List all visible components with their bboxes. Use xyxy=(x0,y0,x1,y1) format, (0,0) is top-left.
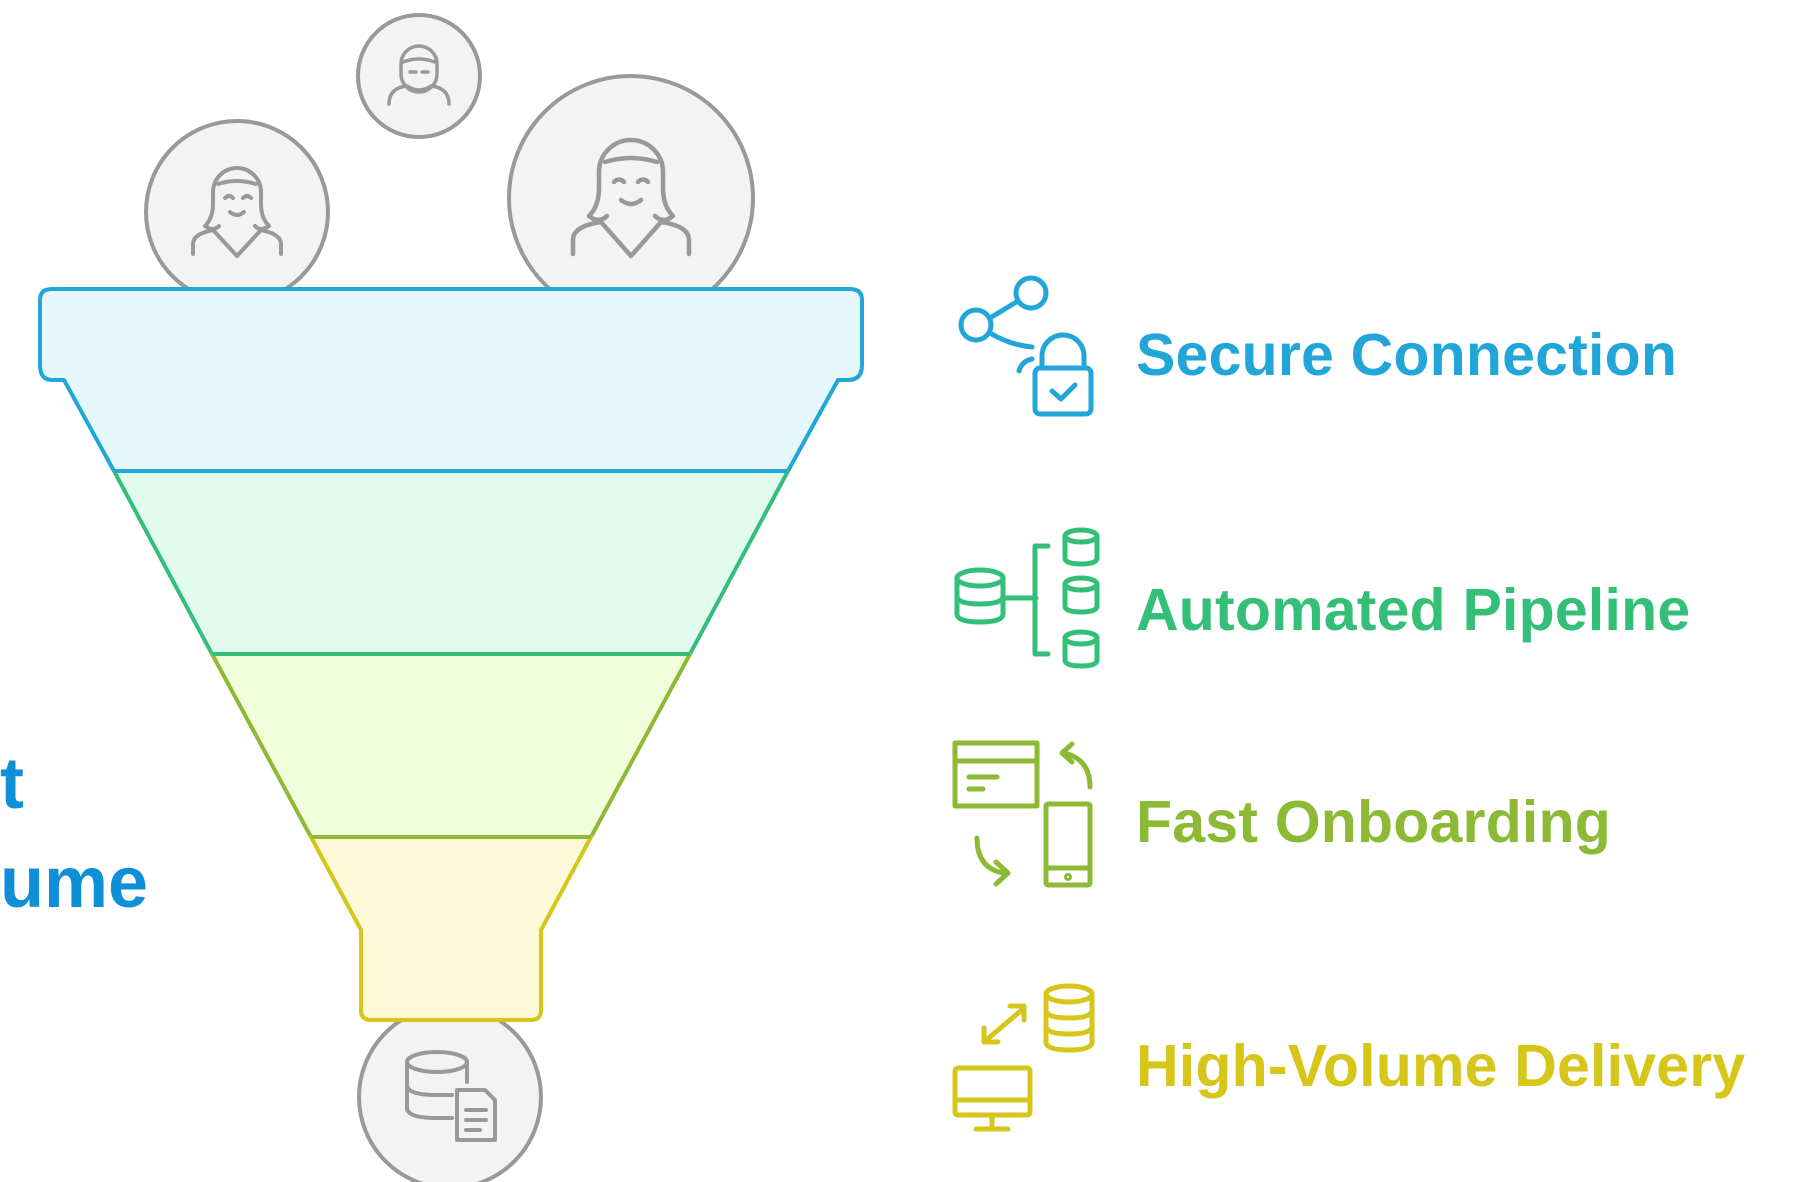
input-avatar-small xyxy=(356,13,482,139)
side-title-line-2: ume xyxy=(0,843,149,923)
funnel-stage-3 xyxy=(210,652,692,839)
stage-label-secure-connection: Secure Connection xyxy=(1136,322,1678,388)
side-title-line-1: t xyxy=(0,744,24,824)
funnel-stage-1 xyxy=(38,287,864,473)
user-avatar-icon xyxy=(387,44,451,106)
input-avatar-right xyxy=(507,74,755,322)
stage-label-fast-onboarding: Fast Onboarding xyxy=(1136,789,1611,855)
stage-label-high-volume-delivery: High-Volume Delivery xyxy=(1136,1033,1746,1099)
input-avatar-left xyxy=(144,119,330,305)
funnel-stage-4 xyxy=(309,835,593,1022)
database-document-icon xyxy=(405,1050,497,1142)
stage-label-automated-pipeline: Automated Pipeline xyxy=(1136,577,1691,643)
woman-avatar-icon xyxy=(191,166,283,258)
woman-avatar-icon xyxy=(570,137,692,259)
share-lock-icon xyxy=(958,275,1094,417)
window-mobile-sync-icon xyxy=(952,740,1093,888)
output-bubble xyxy=(357,1004,543,1182)
monitor-database-transfer-icon xyxy=(952,983,1095,1132)
funnel-stage-2 xyxy=(112,469,790,656)
database-tree-icon xyxy=(954,527,1100,669)
